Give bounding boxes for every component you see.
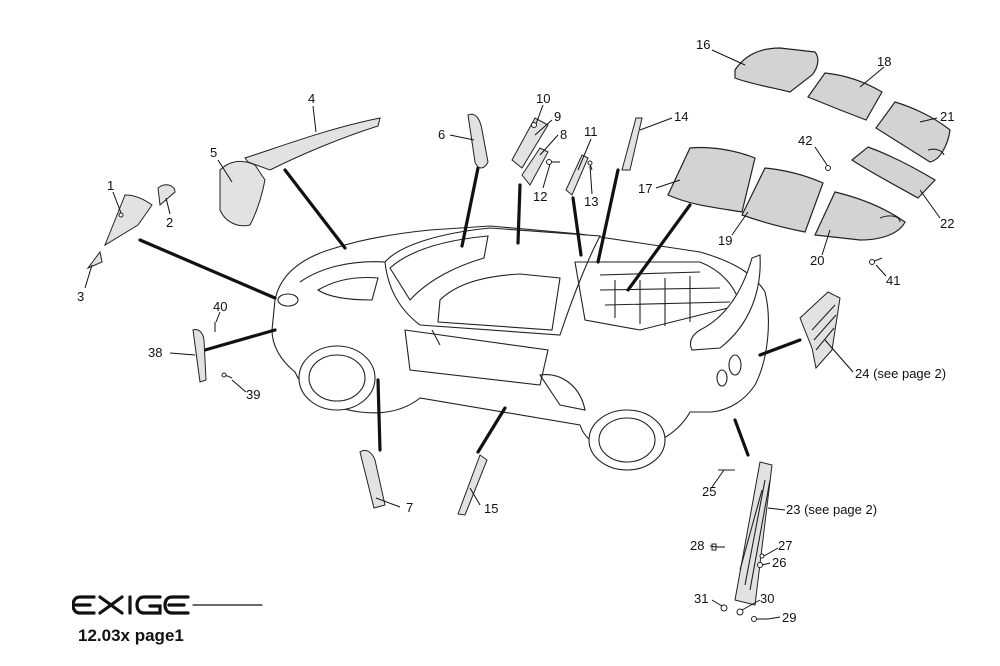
callout-20: 20 bbox=[810, 253, 824, 268]
callout-12: 12 bbox=[533, 189, 547, 204]
callout-29: 29 bbox=[782, 610, 796, 625]
callout-leaders bbox=[84, 49, 941, 620]
callout-9: 9 bbox=[554, 109, 561, 124]
parts bbox=[86, 47, 951, 606]
callout-2: 2 bbox=[166, 215, 173, 230]
callout-26: 26 bbox=[772, 555, 786, 570]
callout-6: 6 bbox=[438, 127, 445, 142]
callout-10: 10 bbox=[536, 91, 550, 106]
callout-38: 38 bbox=[148, 345, 162, 360]
callout-31: 31 bbox=[694, 591, 708, 606]
callout-numbers: 1 2 3 4 5 6 7 8 9 10 11 12 13 14 15 16 1… bbox=[77, 37, 954, 625]
callout-1: 1 bbox=[107, 178, 114, 193]
callout-39: 39 bbox=[246, 387, 260, 402]
exige-logo bbox=[72, 595, 263, 615]
callout-42: 42 bbox=[798, 133, 812, 148]
car-body bbox=[271, 225, 769, 471]
callout-18: 18 bbox=[877, 54, 891, 69]
callout-5: 5 bbox=[210, 145, 217, 160]
callout-28: 28 bbox=[690, 538, 704, 553]
callout-30: 30 bbox=[760, 591, 774, 606]
callout-14: 14 bbox=[674, 109, 688, 124]
callout-19: 19 bbox=[718, 233, 732, 248]
callout-25: 25 bbox=[702, 484, 716, 499]
page-code: 12.03x page1 bbox=[78, 626, 184, 645]
pointer-lines bbox=[138, 166, 802, 457]
callout-7: 7 bbox=[406, 500, 413, 515]
callout-4: 4 bbox=[308, 91, 315, 106]
callout-22: 22 bbox=[940, 216, 954, 231]
callout-40: 40 bbox=[213, 299, 227, 314]
callout-11: 11 bbox=[584, 124, 598, 139]
callout-16: 16 bbox=[696, 37, 710, 52]
callout-13: 13 bbox=[584, 194, 598, 209]
callout-21: 21 bbox=[940, 109, 954, 124]
callout-15: 15 bbox=[484, 501, 498, 516]
callout-17: 17 bbox=[638, 181, 652, 196]
callout-23: 23 (see page 2) bbox=[786, 502, 877, 517]
callout-41: 41 bbox=[886, 273, 900, 288]
callout-8: 8 bbox=[560, 127, 567, 142]
callout-24: 24 (see page 2) bbox=[855, 366, 946, 381]
callout-3: 3 bbox=[77, 289, 84, 304]
callout-27: 27 bbox=[778, 538, 792, 553]
